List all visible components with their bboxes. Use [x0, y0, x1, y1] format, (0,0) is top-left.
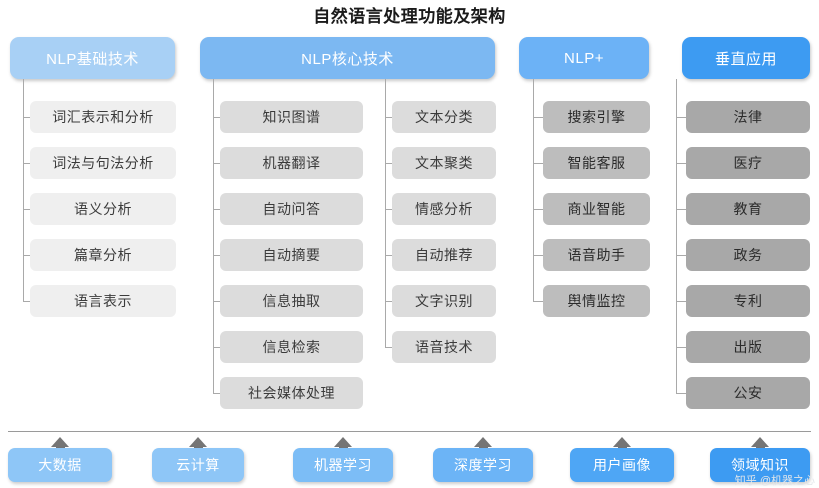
- leaf-node[interactable]: 文字识别: [392, 285, 496, 317]
- connector-branch: [23, 255, 30, 256]
- leaf-node[interactable]: 语义分析: [30, 193, 176, 225]
- foundation-item[interactable]: 机器学习: [293, 448, 393, 482]
- leaf-node[interactable]: 公安: [686, 377, 810, 409]
- connector-vertical: [23, 79, 24, 301]
- connector-branch: [676, 393, 686, 394]
- header-vertical-app[interactable]: 垂直应用: [682, 37, 810, 79]
- leaf-node[interactable]: 词法与句法分析: [30, 147, 176, 179]
- leaf-node[interactable]: 篇章分析: [30, 239, 176, 271]
- connector-branch: [23, 163, 30, 164]
- leaf-node[interactable]: 语音技术: [392, 331, 496, 363]
- connector-branch: [213, 117, 220, 118]
- foundation-item[interactable]: 云计算: [152, 448, 244, 482]
- page-title: 自然语言处理功能及架构: [313, 7, 506, 26]
- connector-vertical: [213, 79, 214, 393]
- leaf-node[interactable]: 医疗: [686, 147, 810, 179]
- header-nlp-plus[interactable]: NLP+: [519, 37, 649, 79]
- leaf-node[interactable]: 情感分析: [392, 193, 496, 225]
- leaf-node[interactable]: 智能客服: [543, 147, 650, 179]
- connector-branch: [533, 209, 543, 210]
- connector-branch: [213, 301, 220, 302]
- connector-branch: [533, 163, 543, 164]
- connector-branch: [213, 347, 220, 348]
- leaf-node[interactable]: 社会媒体处理: [220, 377, 363, 409]
- leaf-node[interactable]: 出版: [686, 331, 810, 363]
- leaf-node[interactable]: 语言表示: [30, 285, 176, 317]
- connector-branch: [385, 163, 392, 164]
- connector-branch: [676, 301, 686, 302]
- connector-branch: [676, 209, 686, 210]
- leaf-node[interactable]: 商业智能: [543, 193, 650, 225]
- connector-branch: [213, 209, 220, 210]
- connector-branch: [676, 163, 686, 164]
- leaf-node[interactable]: 搜索引擎: [543, 101, 650, 133]
- header-nlp-basic[interactable]: NLP基础技术: [10, 37, 175, 79]
- connector-branch: [385, 117, 392, 118]
- leaf-node[interactable]: 信息检索: [220, 331, 363, 363]
- foundation-item[interactable]: 深度学习: [433, 448, 533, 482]
- foundation-item[interactable]: 领域知识: [710, 448, 810, 482]
- leaf-node[interactable]: 自动问答: [220, 193, 363, 225]
- connector-branch: [533, 301, 543, 302]
- header-nlp-core[interactable]: NLP核心技术: [200, 37, 495, 79]
- connector-branch: [533, 255, 543, 256]
- leaf-node[interactable]: 机器翻译: [220, 147, 363, 179]
- connector-branch: [676, 255, 686, 256]
- leaf-node[interactable]: 法律: [686, 101, 810, 133]
- connector-branch: [385, 347, 392, 348]
- connector-branch: [533, 117, 543, 118]
- watermark: 知乎 @机器之心: [734, 475, 815, 487]
- leaf-node[interactable]: 自动摘要: [220, 239, 363, 271]
- leaf-node[interactable]: 词汇表示和分析: [30, 101, 176, 133]
- connector-vertical: [533, 79, 534, 301]
- leaf-node[interactable]: 文本分类: [392, 101, 496, 133]
- leaf-node[interactable]: 教育: [686, 193, 810, 225]
- connector-branch: [23, 117, 30, 118]
- connector-branch: [676, 117, 686, 118]
- leaf-node[interactable]: 政务: [686, 239, 810, 271]
- connector-vertical: [385, 79, 386, 347]
- foundation-item[interactable]: 大数据: [8, 448, 112, 482]
- connector-branch: [385, 209, 392, 210]
- connector-branch: [676, 347, 686, 348]
- connector-branch: [213, 163, 220, 164]
- leaf-node[interactable]: 信息抽取: [220, 285, 363, 317]
- connector-vertical: [676, 79, 677, 393]
- leaf-node[interactable]: 知识图谱: [220, 101, 363, 133]
- leaf-node[interactable]: 自动推荐: [392, 239, 496, 271]
- connector-branch: [23, 301, 30, 302]
- connector-branch: [385, 255, 392, 256]
- connector-branch: [213, 393, 220, 394]
- leaf-node[interactable]: 专利: [686, 285, 810, 317]
- foundation-separator: [8, 431, 811, 432]
- leaf-node[interactable]: 文本聚类: [392, 147, 496, 179]
- connector-branch: [23, 209, 30, 210]
- leaf-node[interactable]: 语音助手: [543, 239, 650, 271]
- connector-branch: [385, 301, 392, 302]
- connector-branch: [213, 255, 220, 256]
- leaf-node[interactable]: 舆情监控: [543, 285, 650, 317]
- foundation-item[interactable]: 用户画像: [570, 448, 674, 482]
